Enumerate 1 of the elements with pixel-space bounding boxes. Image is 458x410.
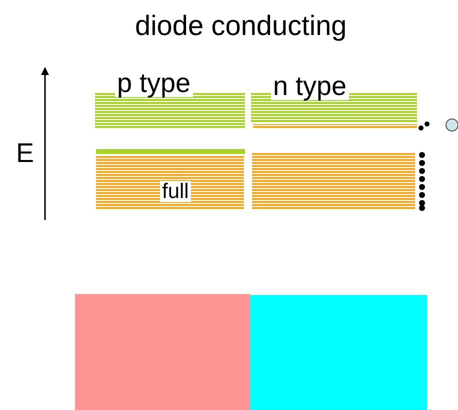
band-label: full	[160, 181, 191, 202]
